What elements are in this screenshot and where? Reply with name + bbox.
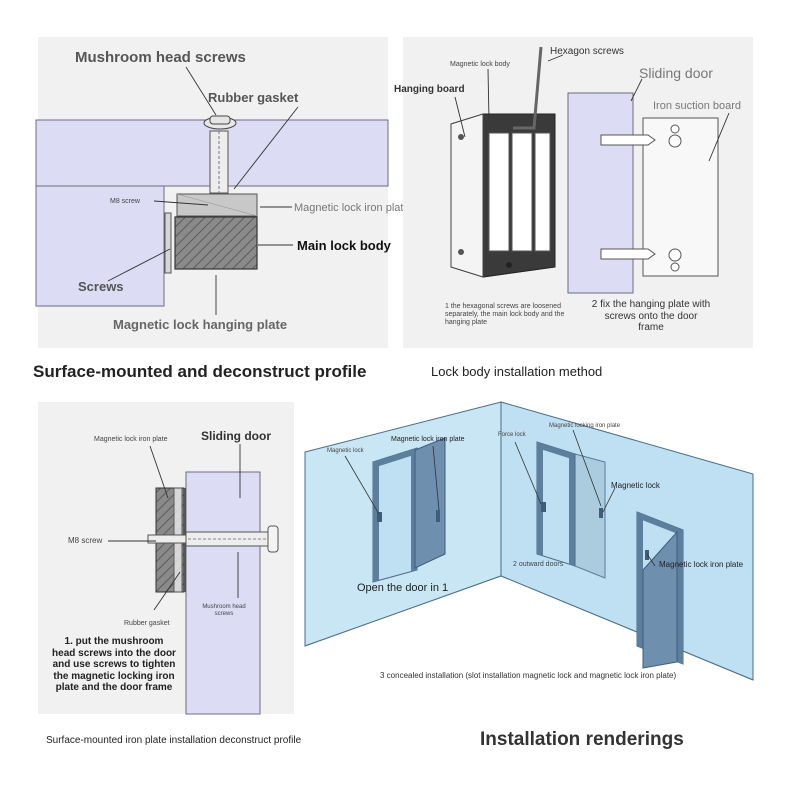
surface-mounted-profile-drawing (35, 66, 389, 315)
label-magnetic-lock-door2: Magnetic lock (611, 481, 660, 490)
label-mushroom-screws-p3: Mushroom head screws (202, 604, 246, 617)
label-iron-plate-p3: Magnetic lock iron plate (94, 436, 168, 443)
label-rubber-gasket: Rubber gasket (208, 90, 299, 105)
label-magnetic-lock-door1: Magnetic lock (327, 448, 364, 454)
label-mushroom-screws: Mushroom head screws (75, 49, 246, 66)
iron-plate-installation-drawing (108, 444, 279, 715)
caption-installation-renderings: Installation renderings (480, 729, 684, 750)
label-hexagon-screws: Hexagon screws (550, 46, 624, 57)
label-iron-suction-board: Iron suction board (653, 100, 742, 112)
label-m8-screw: M8 screw (110, 198, 140, 205)
lock-body-installation-drawing (450, 46, 730, 294)
label-m8-screw-p3: M8 screw (68, 536, 103, 545)
label-hanging-plate: Magnetic lock hanging plate (113, 317, 288, 332)
label-main-lock-body: Main lock body (297, 238, 391, 253)
step2-fix-hanging-plate: 2 fix the hanging plate with screws onto… (591, 299, 711, 333)
label-open-the-door: Open the door in 1 (357, 582, 449, 594)
label-rubber-gasket-p3: Rubber gasket (124, 620, 170, 627)
label-iron-plate-door3: Magnetic lock iron plate (659, 560, 744, 569)
step1-loosen-hex-screws: 1 the hexagonal screws are loosened sepa… (445, 303, 565, 327)
label-hanging-board: Hanging board (394, 84, 465, 95)
label-iron-plate-door2: Magnetic locking iron plate (549, 423, 621, 429)
label-iron-plate: Magnetic lock iron plate (294, 202, 410, 214)
installation-renderings-panel: Magnetic lock Magnetic lock iron plate F… (304, 401, 754, 714)
label-iron-plate-door1: Magnetic lock iron plate (391, 436, 465, 443)
caption-surface-mounted-profile: Surface-mounted and deconstruct profile (33, 362, 367, 381)
caption-lock-body-installation: Lock body installation method (431, 364, 603, 379)
surface-mounted-profile-panel: Mushroom head screws Rubber gasket M8 sc… (35, 37, 410, 348)
installation-renderings-drawing (304, 401, 754, 714)
lock-body-installation-panel: Hexagon screws Magnetic lock body Hangin… (394, 37, 753, 348)
caption-iron-plate-installation: Surface-mounted iron plate installation … (46, 735, 302, 746)
iron-plate-installation-panel: Magnetic lock iron plate Sliding door M8… (38, 402, 294, 715)
label-sliding-door: Sliding door (639, 65, 713, 81)
label-outward-doors: 2 outward doors (513, 561, 564, 568)
label-concealed-installation: 3 concealed installation (slot installat… (380, 671, 677, 680)
label-sliding-door-p3: Sliding door (201, 429, 271, 443)
label-force-lock: Force lock (498, 432, 526, 438)
label-magnetic-lock-body: Magnetic lock body (450, 61, 510, 68)
step1-mushroom-screws: 1. put the mushroom head screws into the… (52, 636, 176, 693)
label-screws: Screws (78, 279, 124, 294)
